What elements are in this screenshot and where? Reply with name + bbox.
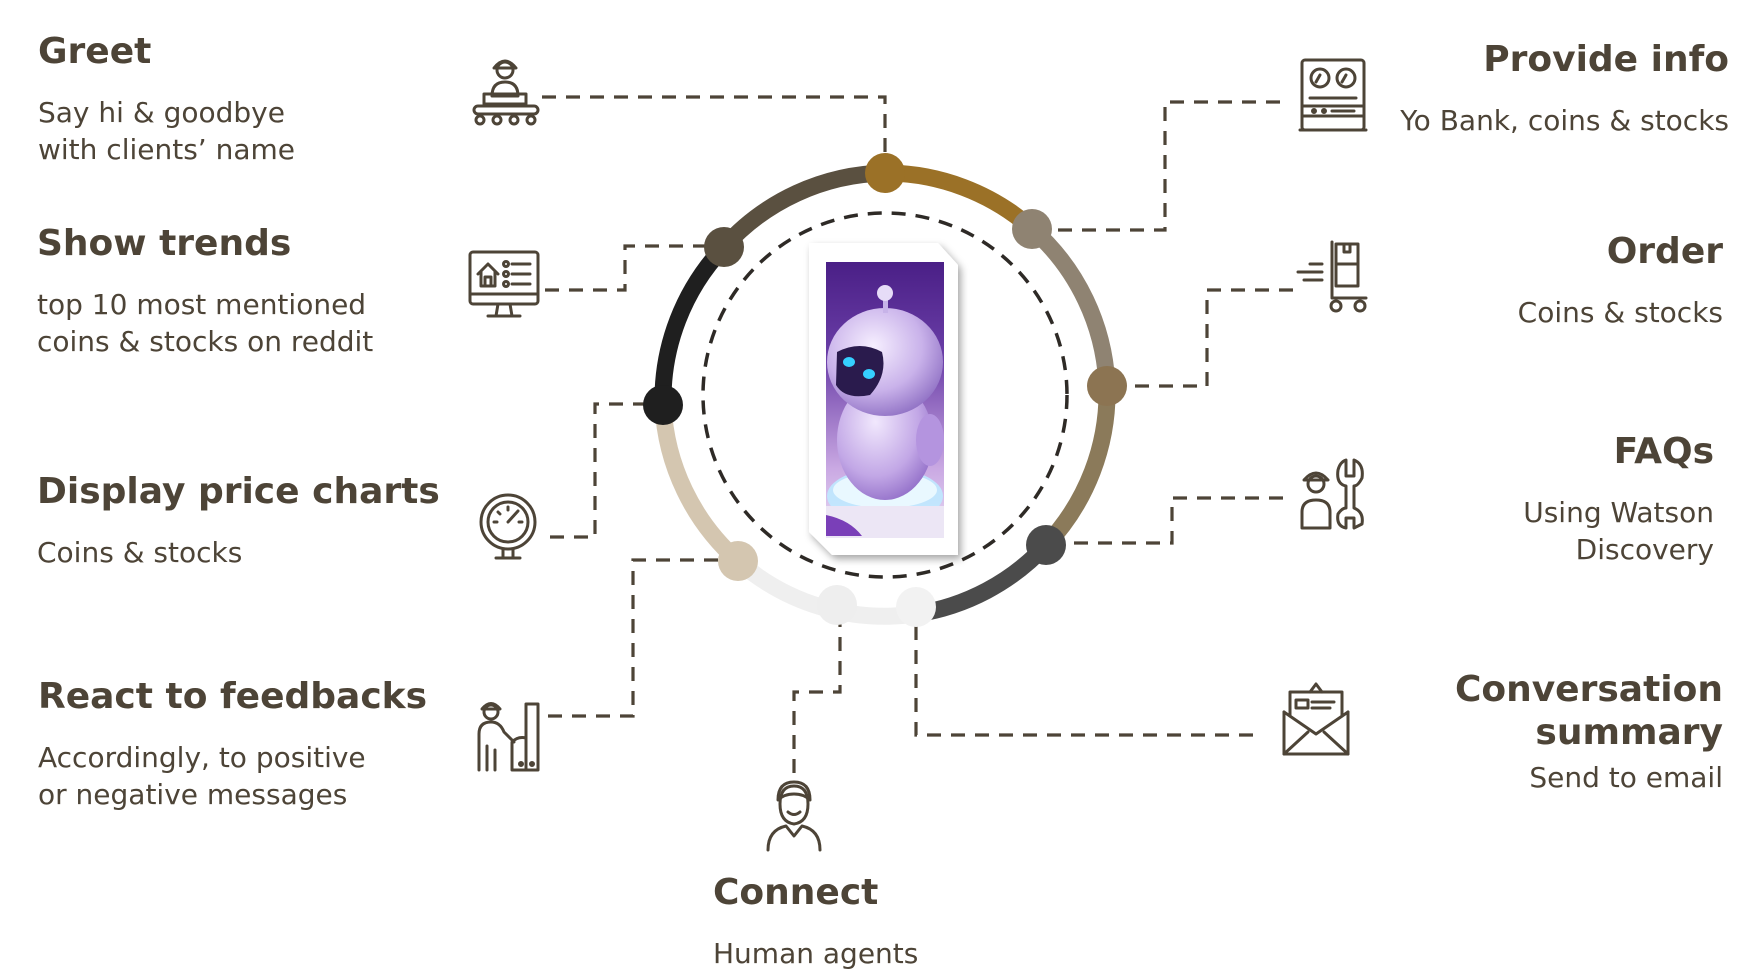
ring-node-price-charts [643,385,683,425]
ring-nodes [643,153,1127,627]
feature-title-connect: Connect [713,872,879,913]
connector-order [1108,288,1293,388]
ring-node-order [1087,366,1127,406]
ring-node-faqs [1026,525,1066,565]
feature-provide-info: Provide info Yo Bank, coins & stocks [1400,38,1729,140]
feature-faqs: FAQs Using Watson Discovery [1523,430,1714,569]
monitor-dashboard-icon [468,250,540,318]
feature-title-show-trends: Show trends [37,223,292,264]
feature-desc-order: Coins & stocks [1517,296,1723,330]
ring-segment-2 [1026,222,1116,387]
feature-desc-connect: Human agents [713,937,919,971]
connector-summary [914,612,1253,737]
ring-node-provide-info [1012,209,1052,249]
connector-feedbacks [548,558,738,718]
feature-desc-greet: Say hi & goodbye with clients’ name [38,96,296,167]
feature-title-faqs: FAQs [1613,431,1714,472]
feature-price-charts: Display price charts Coins & stocks [37,470,440,572]
connector-lines [542,95,1293,773]
feature-desc-faqs: Using Watson Discovery [1523,496,1714,567]
feature-summary: Conversation summary Send to email [1455,668,1723,797]
chatbot-robot-image [809,243,958,555]
connector-show-trends [545,244,722,292]
feature-title-provide-info: Provide info [1483,39,1729,80]
feature-connect: Connect Human agents [713,871,918,973]
feature-desc-provide-info: Yo Bank, coins & stocks [1400,104,1729,138]
feature-desc-show-trends: top 10 most mentioned coins & stocks on … [37,288,374,359]
control-panel-icon [1298,58,1368,132]
connector-greet [542,95,887,155]
hand-truck-boxes-icon [1296,240,1368,313]
feature-title-feedbacks: React to feedbacks [38,676,428,717]
machine-operator-icon [477,702,540,772]
feature-greet: Greet Say hi & goodbye with clients’ nam… [38,30,295,169]
ring-node-summary [896,587,936,627]
feature-order: Order Coins & stocks [1518,230,1723,332]
ring-segment-3 [1039,385,1116,551]
feature-desc-price-charts: Coins & stocks [37,536,243,570]
ring-segment-7 [654,241,731,406]
feature-show-trends: Show trends top 10 most mentioned coins … [37,222,373,361]
ring-segment-1 [884,164,1038,236]
connector-faqs [1047,496,1283,545]
worker-wrench-icon [1300,458,1364,530]
inner-dashed-circle [701,211,1069,579]
feature-desc-summary: Send to email [1529,761,1723,795]
pressure-gauge-icon [479,493,537,560]
ring-node-feedbacks [718,541,758,581]
ring-node-show-trends [704,227,744,267]
feature-feedbacks: React to feedbacks Accordingly, to posit… [38,675,427,814]
ring-segment-8 [717,164,886,253]
ring-segment-6 [654,404,744,568]
feature-desc-feedbacks: Accordingly, to positive or negative mes… [38,741,366,812]
connector-provide-info [1032,100,1280,232]
feature-title-greet: Greet [38,31,152,72]
feature-title-order: Order [1606,231,1723,272]
feature-title-price-charts: Display price charts [37,471,440,512]
human-agent-icon [766,780,822,852]
conveyor-worker-icon [472,59,540,126]
ring-node-greet [865,153,905,193]
envelope-letter-icon [1282,682,1350,756]
connector-price-charts [550,402,662,539]
feature-title-summary: Conversation summary [1454,669,1723,754]
connector-connect [792,605,842,773]
ring-node-connect [817,585,857,625]
